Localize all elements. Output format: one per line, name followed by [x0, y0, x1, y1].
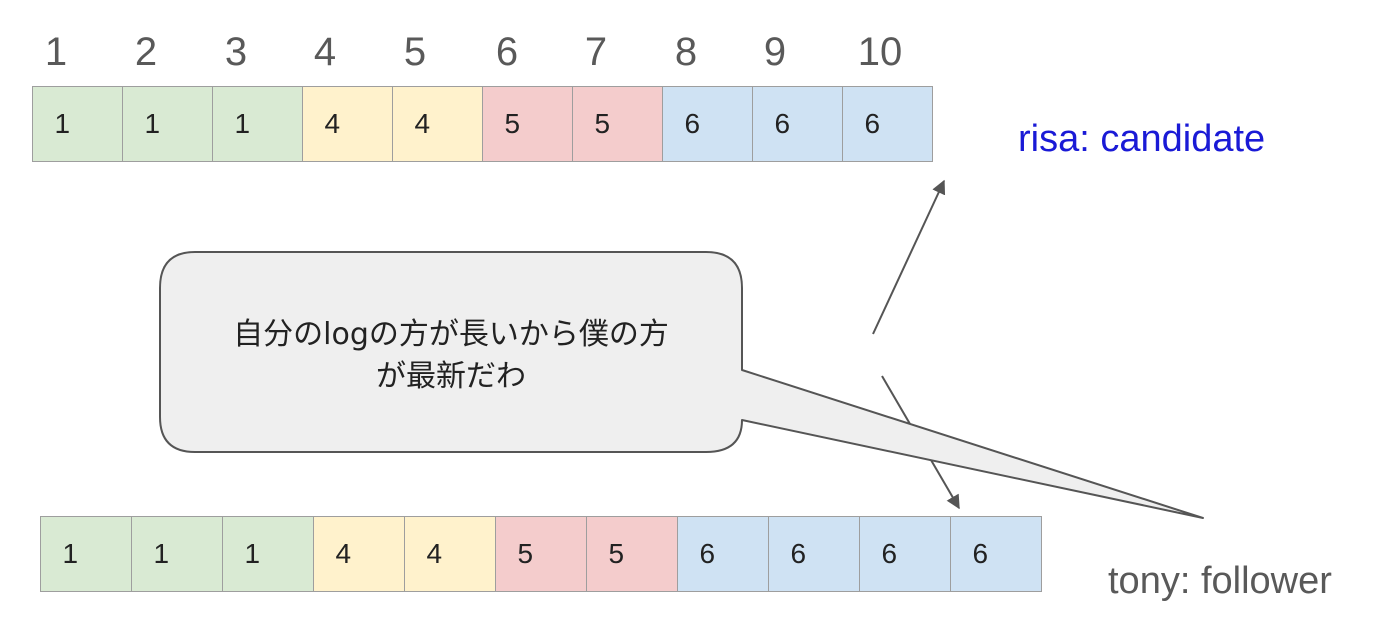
- index-label-3: 3: [224, 30, 248, 74]
- log-term: 1: [54, 108, 71, 139]
- log-term: 6: [699, 538, 716, 569]
- index-label-10: 10: [857, 30, 903, 74]
- log-term: 5: [504, 108, 521, 139]
- log-entry: 4: [301, 86, 393, 162]
- index-label-4: 4: [313, 30, 337, 74]
- log-entry: 6: [751, 86, 843, 162]
- log-term: 1: [62, 538, 79, 569]
- log-entry: 5: [585, 516, 678, 592]
- vote-request-arrow: [872, 179, 946, 335]
- log-term: 5: [594, 108, 611, 139]
- follower-log-row: 1 1 1 4 4 5 5 6 6 6 6: [39, 516, 1042, 592]
- follower-label: tony: follower: [1108, 560, 1332, 602]
- log-entry: 5: [494, 516, 587, 592]
- log-term: 6: [774, 108, 791, 139]
- log-term: 4: [414, 108, 431, 139]
- log-entry: 5: [571, 86, 663, 162]
- log-entry: 6: [949, 516, 1042, 592]
- log-term: 6: [864, 108, 881, 139]
- log-entry: 6: [841, 86, 933, 162]
- log-entry: 4: [391, 86, 483, 162]
- candidate-label: risa: candidate: [1018, 118, 1266, 160]
- log-term: 6: [790, 538, 807, 569]
- index-label-2: 2: [134, 30, 158, 74]
- log-entry: 6: [767, 516, 860, 592]
- index-label-6: 6: [495, 30, 519, 74]
- log-entry: 5: [481, 86, 573, 162]
- log-term: 5: [608, 538, 625, 569]
- index-label-1: 1: [44, 30, 68, 74]
- log-entry: 1: [121, 86, 213, 162]
- log-term: 1: [144, 108, 161, 139]
- index-label-8: 8: [674, 30, 698, 74]
- log-term: 6: [684, 108, 701, 139]
- index-label-7: 7: [584, 30, 608, 74]
- speech-line-1: 自分のlogの方が長いから僕の方: [233, 317, 669, 352]
- log-entry: 1: [31, 86, 123, 162]
- log-entry: 4: [403, 516, 496, 592]
- candidate-log-row: 1 1 1 4 4 5 5 6 6 6: [31, 86, 933, 162]
- log-term: 4: [426, 538, 443, 569]
- log-entry: 6: [661, 86, 753, 162]
- index-label-9: 9: [763, 30, 787, 74]
- log-term: 1: [153, 538, 170, 569]
- log-term: 1: [244, 538, 261, 569]
- log-entry: 1: [39, 516, 132, 592]
- log-entry: 1: [221, 516, 314, 592]
- log-term: 1: [234, 108, 251, 139]
- speech-bubble-text: 自分のlogの方が長いから僕の方 が最新だわ: [160, 314, 742, 398]
- log-entry: 4: [312, 516, 405, 592]
- speech-line-2: が最新だわ: [376, 359, 526, 394]
- log-term: 5: [517, 538, 534, 569]
- log-entry: 6: [858, 516, 951, 592]
- log-term: 6: [972, 538, 989, 569]
- speech-bubble: [159, 251, 1204, 519]
- index-label-5: 5: [403, 30, 427, 74]
- log-term: 4: [335, 538, 352, 569]
- log-term: 6: [881, 538, 898, 569]
- log-term: 4: [324, 108, 341, 139]
